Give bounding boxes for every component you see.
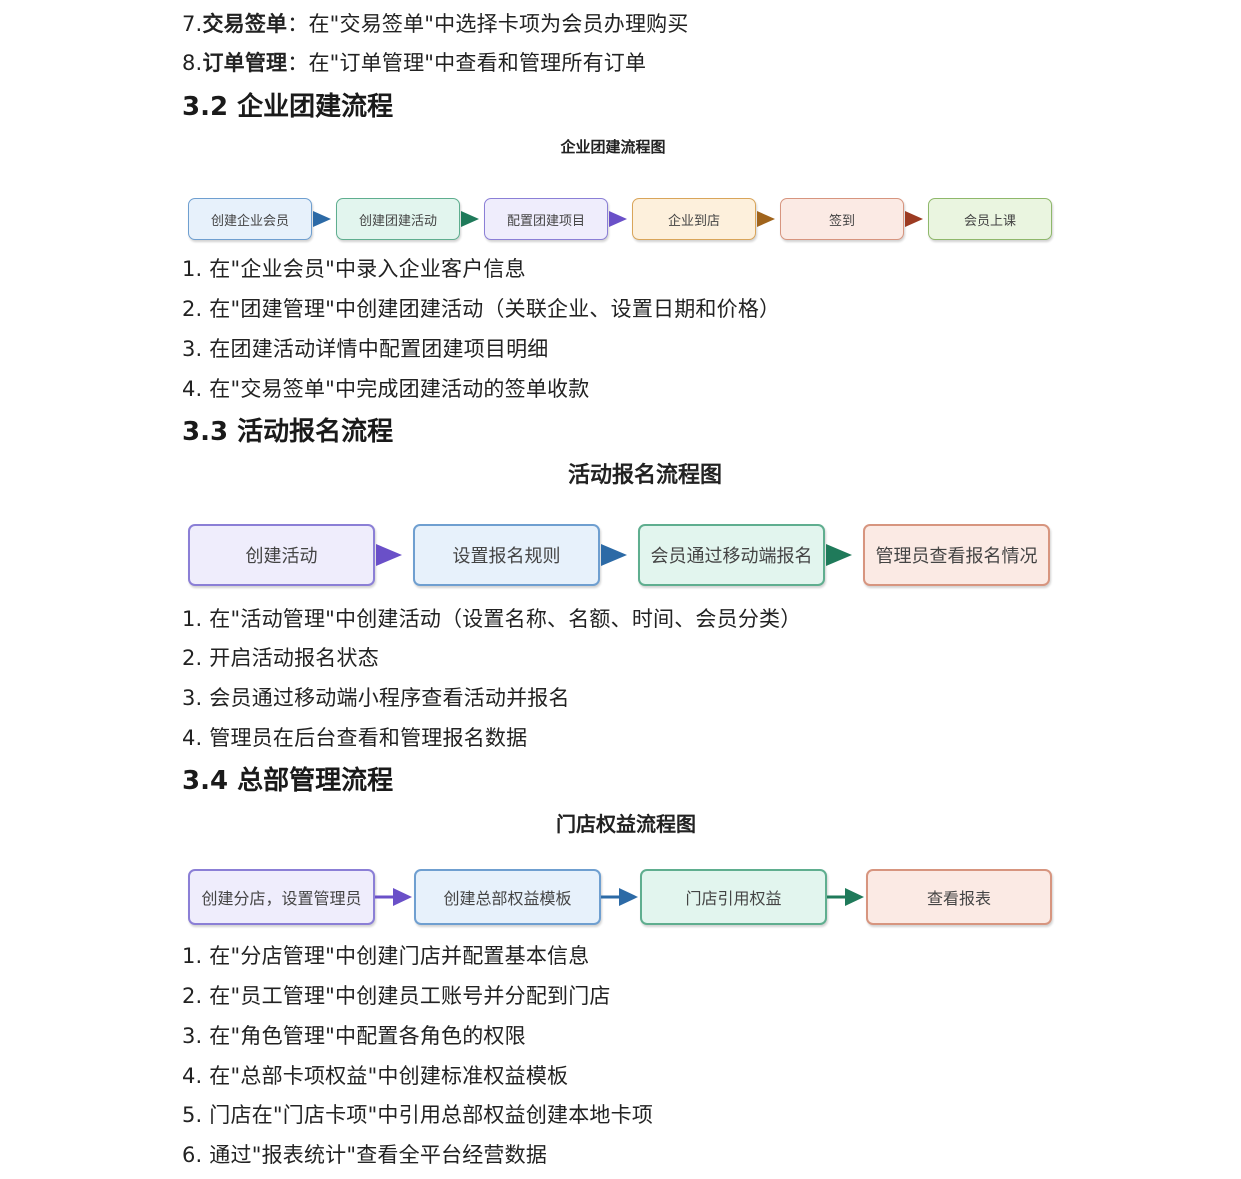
section-heading-3-3: 3.3 活动报名流程	[182, 417, 394, 447]
flow-node: 会员通过移动端报名	[638, 524, 825, 586]
flow-node-label: 设置报名规则	[452, 546, 561, 567]
section-heading-3-2: 3.2 企业团建流程	[182, 92, 394, 122]
section-heading-3-4: 3.4 总部管理流程	[182, 766, 394, 796]
step-text: ：在"订单管理"中查看和管理所有订单	[287, 51, 647, 75]
step-number: 8.	[182, 51, 203, 75]
step-keyword: 订单管理	[202, 51, 288, 75]
arrow-right-icon	[601, 544, 627, 566]
flow-node-label: 会员通过移动端报名	[650, 546, 813, 567]
flow-title-3-2: 企业团建流程图	[560, 138, 666, 156]
flow-node: 查看报表	[866, 869, 1052, 925]
flow-node-label: 查看报表	[926, 889, 991, 908]
step-item: 3. 在团建活动详情中配置团建项目明细	[182, 337, 549, 361]
arrow-right-icon	[375, 888, 412, 906]
step-number: 7.	[182, 12, 203, 36]
flow-node-label: 管理员查看报名情况	[875, 546, 1038, 567]
flow-node: 创建分店，设置管理员	[188, 869, 375, 925]
flow-node: 配置团建项目	[484, 198, 608, 240]
step-item: 2. 在"员工管理"中创建员工账号并分配到门店	[182, 984, 611, 1008]
intro-step-7: 7.交易签单：在"交易签单"中选择卡项为会员办理购买	[182, 11, 689, 37]
step-item: 1. 在"企业会员"中录入企业客户信息	[182, 257, 526, 281]
arrow-right-icon	[313, 211, 331, 227]
step-item: 1. 在"分店管理"中创建门店并配置基本信息	[182, 944, 590, 968]
flow-title-3-3: 活动报名流程图	[567, 463, 722, 488]
flow-node-label: 创建活动	[245, 546, 318, 567]
step-item: 2. 开启活动报名状态	[182, 646, 379, 670]
arrow-right-icon	[376, 544, 402, 566]
step-item: 1. 在"活动管理"中创建活动（设置名称、名额、时间、会员分类）	[182, 607, 802, 631]
step-item: 4. 管理员在后台查看和管理报名数据	[182, 726, 528, 750]
flow-title-3-4: 门店权益流程图	[556, 812, 696, 836]
step-item: 4. 在"总部卡项权益"中创建标准权益模板	[182, 1064, 569, 1088]
flow-node-label: 创建总部权益模板	[443, 889, 572, 908]
arrow-right-icon	[757, 211, 775, 227]
flow-node-label: 企业到店	[667, 213, 720, 229]
flow-node-label: 创建分店，设置管理员	[201, 889, 362, 908]
step-item: 4. 在"交易签单"中完成团建活动的签单收款	[182, 377, 590, 401]
flow-node: 创建企业会员	[188, 198, 312, 240]
arrow-right-icon	[609, 211, 627, 227]
flow-node-label: 配置团建项目	[506, 213, 585, 229]
flow-node: 管理员查看报名情况	[863, 524, 1050, 586]
flow-node-label: 会员上课	[963, 213, 1016, 229]
flow-node: 创建活动	[188, 524, 375, 586]
flow-node: 门店引用权益	[640, 869, 827, 925]
flow-node-label: 门店引用权益	[685, 889, 782, 908]
step-item: 2. 在"团建管理"中创建团建活动（关联企业、设置日期和价格）	[182, 297, 781, 321]
arrow-right-icon	[826, 544, 852, 566]
intro-step-8: 8.订单管理：在"订单管理"中查看和管理所有订单	[182, 50, 646, 76]
arrow-right-icon	[461, 211, 479, 227]
arrow-right-icon	[601, 888, 638, 906]
step-keyword: 交易签单	[202, 12, 288, 36]
step-item: 3. 会员通过移动端小程序查看活动并报名	[182, 686, 570, 710]
step-text: ：在"交易签单"中选择卡项为会员办理购买	[287, 12, 689, 36]
flow-node: 企业到店	[632, 198, 756, 240]
step-item: 3. 在"角色管理"中配置各角色的权限	[182, 1024, 526, 1048]
flow-node-label: 签到	[828, 213, 855, 229]
flow-node-label: 创建团建活动	[358, 213, 437, 229]
step-item: 5. 门店在"门店卡项"中引用总部权益创建本地卡项	[182, 1103, 654, 1127]
arrow-right-icon	[827, 888, 864, 906]
flow-node: 设置报名规则	[413, 524, 600, 586]
step-item: 6. 通过"报表统计"查看全平台经营数据	[182, 1143, 548, 1167]
flow-node: 创建总部权益模板	[414, 869, 601, 925]
flow-node: 会员上课	[928, 198, 1052, 240]
flow-node-label: 创建企业会员	[210, 213, 289, 229]
arrow-right-icon	[905, 211, 923, 227]
flow-node: 创建团建活动	[336, 198, 460, 240]
flow-node: 签到	[780, 198, 904, 240]
